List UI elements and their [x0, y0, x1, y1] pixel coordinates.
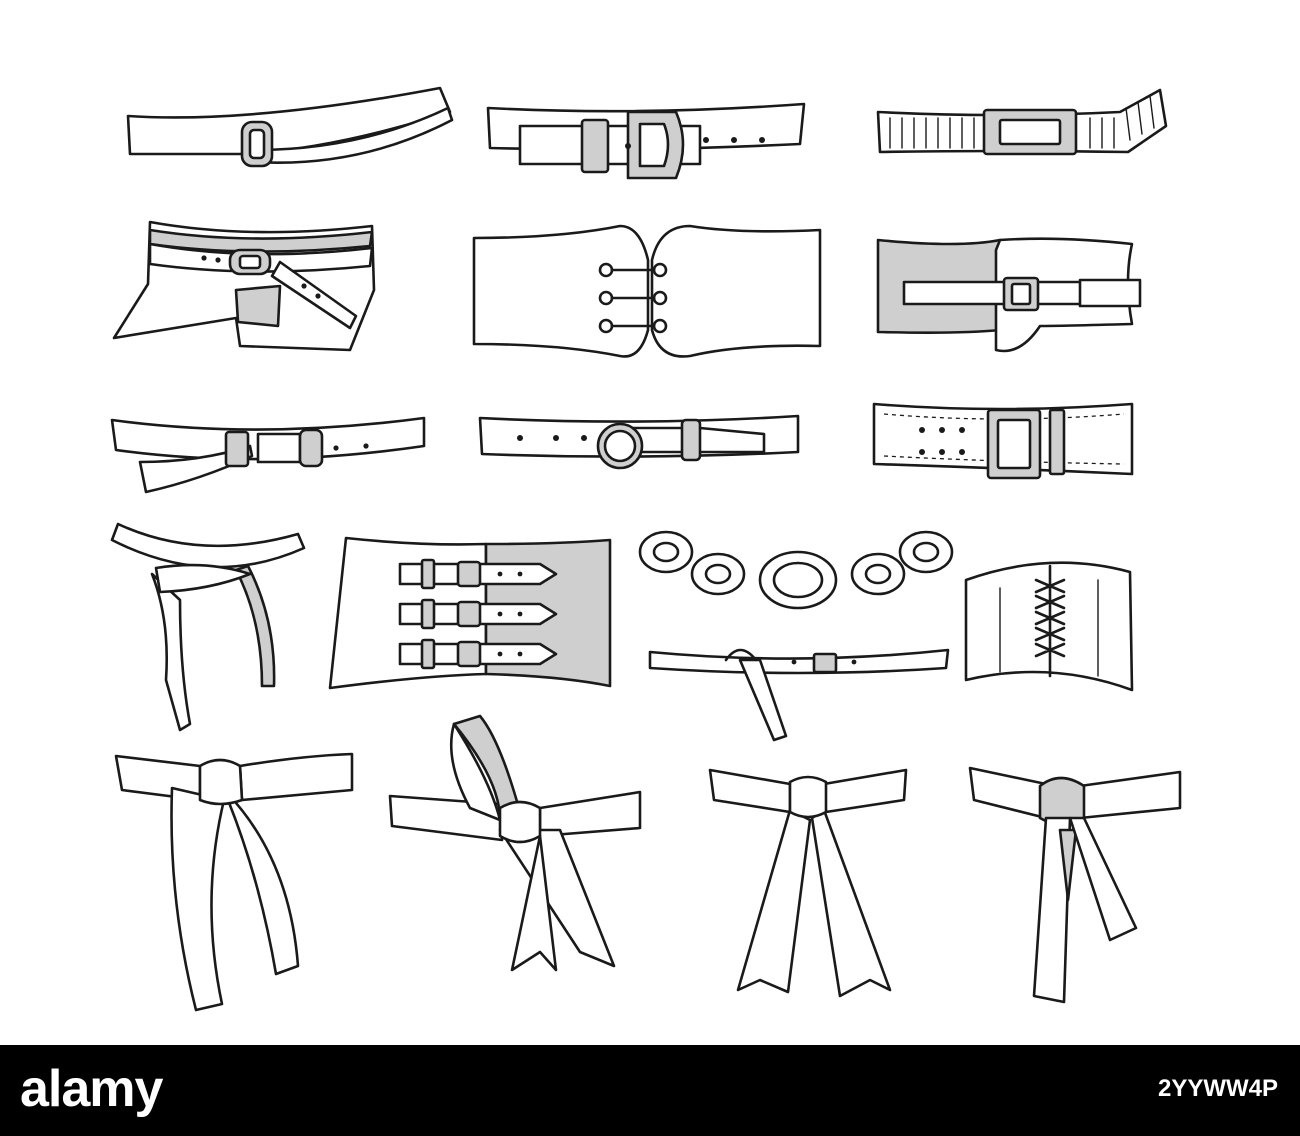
knotted-sash-belt — [968, 766, 1182, 1004]
concho-chain-belt — [638, 530, 954, 610]
skinny-belt — [110, 416, 426, 494]
bow-ribbon-belt — [388, 714, 642, 972]
ring-buckle-belt — [478, 414, 800, 470]
peplum-belt — [112, 220, 376, 352]
triple-buckle-corset-belt — [328, 536, 612, 690]
watermark-bar: alamy 2YYWW4P — [0, 1045, 1300, 1136]
bow-knot-belt — [708, 768, 908, 998]
brand-logo: alamy — [20, 1060, 163, 1118]
loop-tie-belt — [648, 648, 950, 742]
bow-sash-belt — [114, 752, 354, 1012]
double-prong-belt — [872, 402, 1134, 480]
stock-image-id: 2YYWW4P — [1157, 1075, 1278, 1102]
lace-up-corset-belt — [964, 561, 1134, 692]
knotted-belt — [110, 522, 306, 732]
ribbed-belt — [876, 88, 1168, 156]
hook-clasp-waist-belt — [472, 224, 822, 358]
thin-slide-buckle-belt — [126, 86, 454, 168]
belts-illustration — [110, 86, 1182, 1012]
round-buckle-belt — [486, 102, 806, 180]
wide-buckle-belt — [876, 237, 1142, 353]
